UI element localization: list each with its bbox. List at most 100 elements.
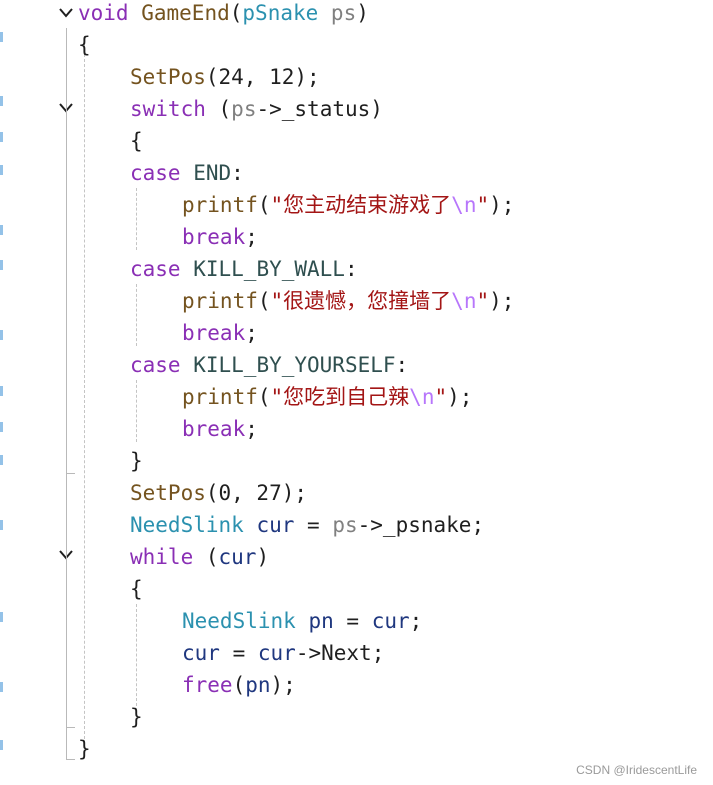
punctuation: ; [245, 417, 258, 441]
punctuation: : [344, 257, 358, 281]
indent-guide [84, 44, 85, 744]
outline-guide-while [66, 570, 67, 728]
punctuation: ( [193, 545, 219, 569]
variable: cur [256, 513, 295, 537]
brace: { [130, 129, 143, 153]
punctuation: ; [245, 321, 258, 345]
gutter-change-marker [0, 32, 3, 42]
indent-guide [136, 284, 137, 346]
code-line-7[interactable]: printf("您主动结束游戏了\n"); [182, 189, 514, 221]
keyword: break [182, 417, 246, 441]
punctuation: ( [232, 673, 246, 697]
member: _psnake [382, 513, 472, 537]
outline-guide-end [66, 473, 75, 474]
string-literal: "您吃到自己辣 [270, 385, 410, 409]
code-line-15[interactable]: } [130, 445, 143, 477]
operator: -> [357, 513, 383, 537]
punctuation: ( [257, 385, 271, 409]
variable: pn [245, 673, 271, 697]
arguments: (0, 27); [205, 481, 308, 505]
punctuation: ) [356, 1, 369, 25]
escape-sequence: \n [451, 193, 477, 217]
code-line-6[interactable]: case END: [130, 157, 244, 189]
punctuation: ); [270, 673, 296, 697]
code-line-4[interactable]: switch (ps->_status) [130, 93, 383, 125]
code-line-3[interactable]: SetPos(24, 12); [130, 61, 320, 93]
punctuation: ) [256, 545, 270, 569]
code-line-13[interactable]: printf("您吃到自己辣\n"); [182, 381, 472, 413]
function-name: SetPos [130, 481, 206, 505]
function-name: printf [182, 193, 258, 217]
code-line-8[interactable]: break; [182, 221, 258, 253]
code-line-18[interactable]: while (cur) [130, 541, 269, 573]
outline-guide-end [66, 759, 75, 760]
code-line-24[interactable]: } [78, 733, 91, 765]
code-line-9[interactable]: case KILL_BY_WALL: [130, 253, 358, 285]
variable: cur [182, 641, 220, 665]
code-line-10[interactable]: printf("很遗憾，您撞墙了\n"); [182, 285, 514, 317]
code-line-16[interactable]: SetPos(0, 27); [130, 477, 307, 509]
keyword: break [182, 321, 246, 345]
keyword: free [182, 673, 233, 697]
code-line-14[interactable]: break; [182, 413, 258, 445]
keyword: case [130, 161, 181, 185]
code-line-5[interactable]: { [130, 125, 143, 157]
operator: = [219, 641, 258, 665]
code-line-1[interactable]: void GameEnd(pSnake ps) [78, 0, 369, 29]
brace: } [78, 737, 91, 761]
macro: END [193, 161, 232, 185]
gutter-change-marker [0, 260, 3, 270]
gutter-change-marker [0, 455, 3, 465]
type-name: NeedSlink [182, 609, 296, 633]
keyword: case [130, 257, 181, 281]
punctuation: ; [471, 513, 485, 537]
variable: cur [371, 609, 410, 633]
punctuation: ( [218, 97, 232, 121]
code-line-19[interactable]: { [130, 573, 143, 605]
string-literal: " [476, 289, 490, 313]
variable: cur [218, 545, 257, 569]
indent-guide [136, 604, 137, 706]
gutter-change-marker [0, 682, 3, 692]
gutter-change-marker [0, 422, 3, 432]
keyword: switch [130, 97, 206, 121]
keyword: break [182, 225, 246, 249]
parameter: ps [332, 513, 358, 537]
variable: cur [257, 641, 296, 665]
punctuation: ) [370, 97, 383, 121]
code-line-11[interactable]: break; [182, 317, 258, 349]
code-line-2[interactable]: { [78, 29, 91, 61]
macro: KILL_BY_YOURSELF [193, 353, 396, 377]
keyword: while [130, 545, 194, 569]
type-name: NeedSlink [130, 513, 244, 537]
indent-guide [136, 188, 137, 250]
string-literal: "您主动结束游戏了 [270, 193, 452, 217]
brace: { [130, 577, 143, 601]
brace: { [78, 33, 91, 57]
escape-sequence: \n [451, 289, 477, 313]
function-name: GameEnd [141, 1, 230, 25]
punctuation: ( [229, 1, 243, 25]
code-line-23[interactable]: } [130, 701, 143, 733]
chevron-down-icon[interactable] [58, 5, 74, 21]
function-name: printf [182, 289, 258, 313]
gutter-change-marker [0, 612, 3, 622]
code-line-20[interactable]: NeedSlink pn = cur; [182, 605, 422, 637]
punctuation: ); [489, 289, 515, 313]
code-line-21[interactable]: cur = cur->Next; [182, 637, 384, 669]
operator: = [333, 609, 372, 633]
code-line-12[interactable]: case KILL_BY_YOURSELF: [130, 349, 408, 381]
punctuation: : [395, 353, 409, 377]
operator: -> [295, 641, 322, 665]
watermark: CSDN @IridescentLife [576, 763, 697, 777]
punctuation: : [231, 161, 244, 185]
code-line-17[interactable]: NeedSlink cur = ps->_psnake; [130, 509, 484, 541]
indent-guide [136, 380, 137, 442]
gutter-change-marker [0, 165, 3, 175]
code-line-22[interactable]: free(pn); [182, 669, 296, 701]
macro: KILL_BY_WALL [193, 257, 345, 281]
function-name: SetPos [130, 65, 206, 89]
outline-guide-end [66, 727, 75, 728]
punctuation: ); [489, 193, 515, 217]
